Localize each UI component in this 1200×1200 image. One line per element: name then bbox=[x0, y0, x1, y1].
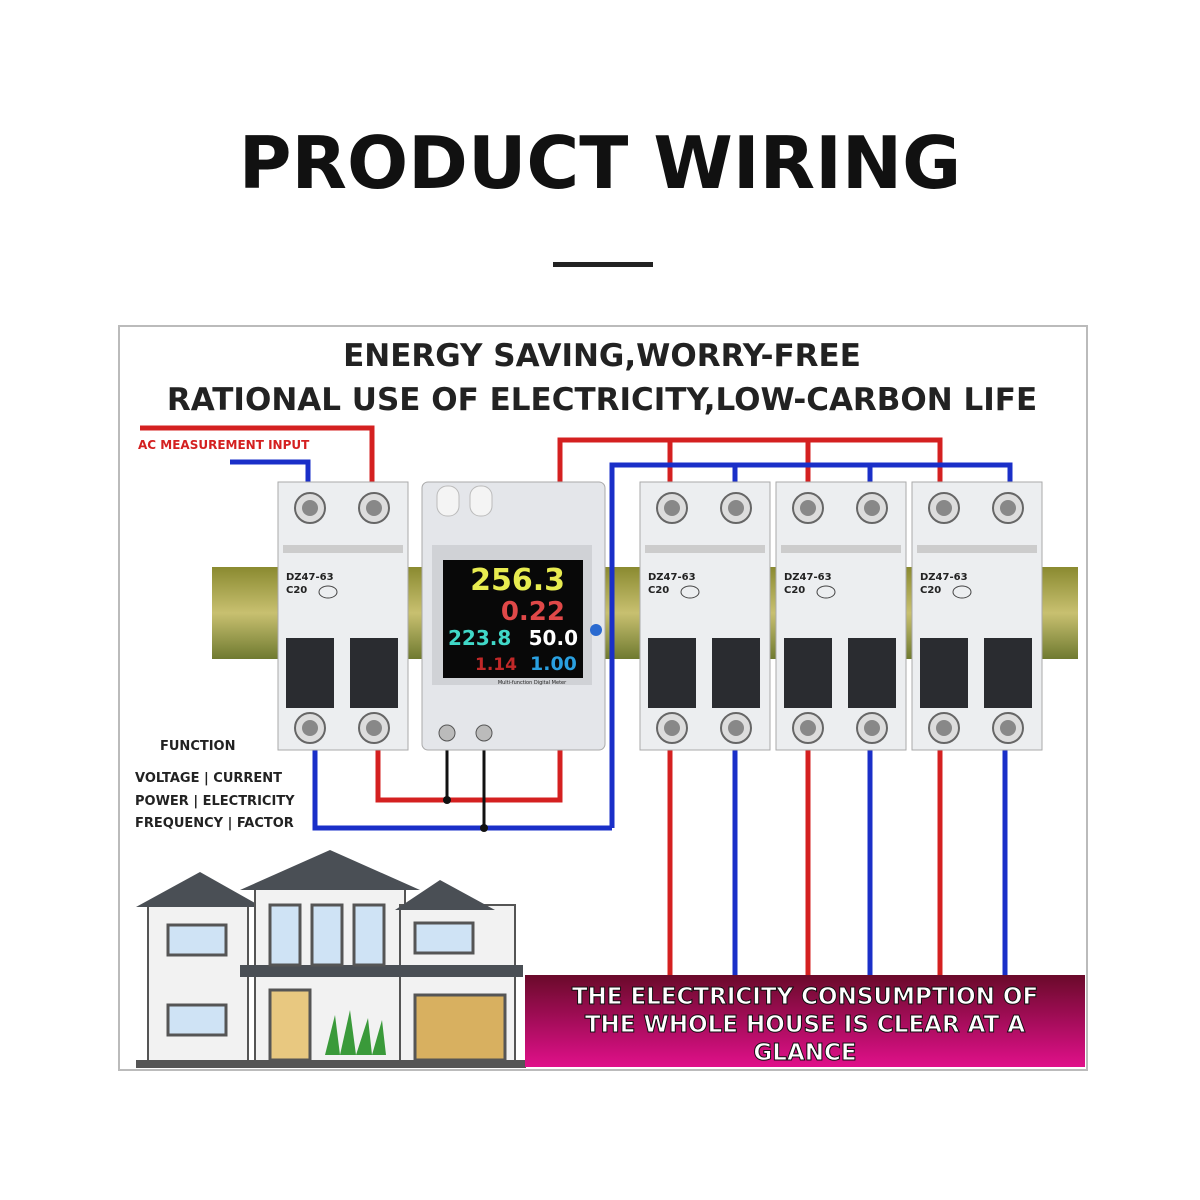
house-illustration bbox=[136, 850, 526, 1068]
breaker-model: DZ47-63 bbox=[648, 572, 696, 583]
breaker-model: DZ47-63 bbox=[920, 572, 968, 583]
function-line: VOLTAGE | CURRENT bbox=[135, 771, 282, 786]
meter-display bbox=[443, 560, 583, 678]
wires bbox=[140, 425, 1013, 978]
meter-caption: Multi-function Digital Meter bbox=[498, 680, 567, 686]
breaker-toggle[interactable] bbox=[648, 638, 696, 708]
meter-current: 1.14 bbox=[475, 655, 517, 675]
breaker-toggle[interactable] bbox=[712, 638, 760, 708]
meter-frequency: 50.0 bbox=[529, 626, 578, 650]
ac-input-label: AC MEASUREMENT INPUT bbox=[138, 438, 310, 452]
function-line: FREQUENCY | FACTOR bbox=[135, 816, 294, 831]
banner bbox=[525, 975, 1085, 1067]
breaker-rating: C20 bbox=[920, 585, 941, 596]
banner-line: GLANCE bbox=[753, 1040, 856, 1066]
meter-energy: 0.22 bbox=[501, 597, 565, 627]
meter-power: 256.3 bbox=[470, 563, 565, 598]
input-neutral-wire bbox=[230, 459, 311, 485]
breaker-toggle[interactable] bbox=[784, 638, 832, 708]
neutral-bus bbox=[609, 462, 1013, 828]
page-title: PRODUCT WIRING bbox=[239, 121, 961, 205]
energy-meter: 256.3 0.22 223.8 50.0 1.14 1.00 Multi-fu… bbox=[421, 481, 606, 751]
title-underline bbox=[553, 262, 653, 267]
headline-1: ENERGY SAVING,WORRY-FREE bbox=[343, 338, 861, 374]
breaker-rating: C20 bbox=[784, 585, 805, 596]
breaker-toggle[interactable] bbox=[920, 638, 968, 708]
breaker-toggle[interactable] bbox=[848, 638, 896, 708]
input-live-wire bbox=[140, 425, 375, 485]
breaker-toggle[interactable] bbox=[984, 638, 1032, 708]
breaker-model: DZ47-63 bbox=[784, 572, 832, 583]
breaker-toggle[interactable] bbox=[286, 638, 334, 708]
banner-line: THE WHOLE HOUSE IS CLEAR AT A bbox=[585, 1012, 1026, 1038]
breaker-toggle[interactable] bbox=[350, 638, 398, 708]
function-heading: FUNCTION bbox=[160, 739, 236, 754]
headline-2: RATIONAL USE OF ELECTRICITY,LOW-CARBON L… bbox=[167, 382, 1037, 418]
meter-factor: 1.00 bbox=[530, 653, 577, 675]
breaker-rating: C20 bbox=[286, 585, 307, 596]
meter-button[interactable] bbox=[590, 624, 602, 636]
banner-line: THE ELECTRICITY CONSUMPTION OF bbox=[572, 984, 1038, 1010]
breaker-rating: C20 bbox=[648, 585, 669, 596]
meter-voltage: 223.8 bbox=[448, 626, 511, 650]
breaker-model: DZ47-63 bbox=[286, 572, 334, 583]
function-line: POWER | ELECTRICITY bbox=[135, 794, 295, 809]
